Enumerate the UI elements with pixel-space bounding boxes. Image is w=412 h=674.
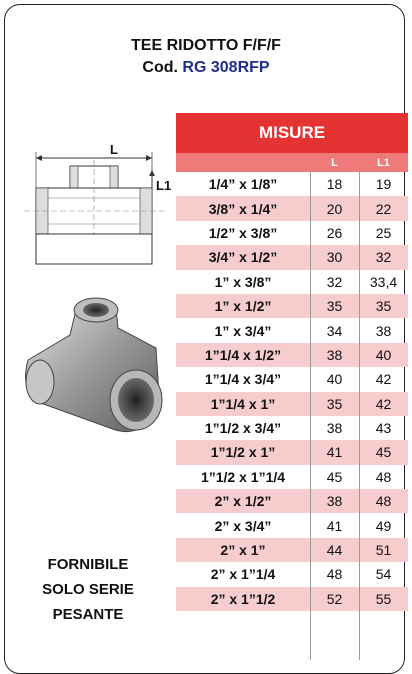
table-row: 1”1/4 x 1” 35 42	[176, 391, 408, 416]
l-cell: 41	[326, 517, 343, 534]
tee-technical-drawing: L L1	[24, 142, 171, 265]
size-cell: 2” x 1”1/4	[210, 566, 276, 583]
l1-cell: 42	[375, 395, 392, 412]
l-cell: 35	[326, 395, 343, 412]
table-row: 2” x 3/4” 41 49	[176, 513, 408, 537]
measurement-table: 1/4” x 1/8” 18 19 3/8” x 1/4” 20 22 1/2” x 3/8…	[176, 172, 408, 612]
product-title: TEE RIDOTTO F/F/F	[131, 37, 281, 54]
l1-cell: 42	[375, 371, 392, 388]
code-label: Cod.	[142, 59, 178, 76]
size-cell: 1”1/2 x 1”	[210, 444, 276, 461]
size-cell: 1”1/2 x 1”1/4	[200, 468, 286, 485]
column-divider	[359, 172, 360, 660]
l1-cell: 33,4	[369, 273, 398, 290]
l1-cell: 49	[375, 517, 392, 534]
l-cell: 38	[326, 346, 343, 363]
l-cell: 20	[326, 200, 343, 217]
table-row: 1/2” x 3/8” 26 25	[176, 221, 408, 245]
table-row: 2” x 1” 44 51	[176, 537, 408, 563]
l-cell: 32	[326, 273, 343, 290]
l-cell: 41	[326, 444, 343, 461]
l-cell: 44	[326, 542, 343, 559]
table-row: 2” x 1”1/4 48 54	[176, 562, 408, 586]
dimension-label-l1: L1	[156, 178, 171, 193]
size-cell: 1”1/4 x 3/4”	[204, 371, 282, 388]
l1-cell: 48	[375, 493, 392, 510]
table-row: 1”1/4 x 3/4” 40 42	[176, 367, 408, 391]
table-row: 1” x 1/2” 35 35	[176, 293, 408, 319]
table-row: 1”1/4 x 1/2” 38 40	[176, 342, 408, 368]
size-cell: 2” x 1/2”	[214, 493, 272, 510]
tee-fitting-photo	[25, 297, 163, 432]
l-cell: 45	[326, 468, 343, 485]
l1-cell: 45	[375, 444, 392, 461]
table-row: 1” x 3/4” 34 38	[176, 318, 408, 342]
product-code: Cod. RG 308RFP	[0, 59, 412, 77]
table-row: 1”1/2 x 1”1/4 45 48	[176, 465, 408, 489]
l-cell: 38	[326, 420, 343, 437]
l1-cell: 25	[375, 224, 392, 241]
l-cell: 38	[326, 493, 343, 510]
table-header-l1: L1	[359, 153, 408, 172]
table-row: 1”1/2 x 1” 41 45	[176, 440, 408, 465]
note-line-1: FORNIBILE	[47, 556, 129, 573]
note-line-3: PESANTE	[52, 606, 124, 623]
l-cell: 18	[326, 176, 343, 193]
l1-cell: 38	[375, 322, 392, 339]
l-cell: 52	[326, 590, 343, 607]
table-row: 1” x 3/8” 32 33,4	[176, 270, 408, 294]
table-header-size	[176, 153, 310, 172]
l1-cell: 54	[375, 566, 392, 583]
l-cell: 40	[326, 371, 343, 388]
l1-cell: 32	[375, 249, 392, 266]
size-cell: 1”1/2 x 3/4”	[204, 420, 282, 437]
l1-cell: 43	[375, 420, 392, 437]
size-cell: 1” x 1/2”	[214, 298, 272, 315]
size-cell: 1/2” x 3/8”	[208, 224, 278, 241]
size-cell: 3/8” x 1/4”	[208, 200, 278, 217]
l1-cell: 55	[375, 590, 392, 607]
table-row: 1/4” x 1/8” 18 19	[176, 172, 408, 196]
size-cell: 2” x 1”	[220, 542, 266, 559]
table-row: 1”1/2 x 3/4” 38 43	[176, 416, 408, 440]
table-row: 3/8” x 1/4” 20 22	[176, 196, 408, 221]
note-line-2: SOLO SERIE	[42, 581, 134, 598]
size-cell: 1”1/4 x 1/2”	[204, 346, 282, 363]
size-cell: 1” x 3/4”	[214, 322, 272, 339]
table-header-l: L	[310, 153, 359, 172]
dimension-label-l: L	[110, 142, 118, 157]
l-cell: 30	[326, 249, 343, 266]
code-value: RG 308RFP	[182, 59, 270, 76]
table-row: 2” x 1/2” 38 48	[176, 489, 408, 514]
l-cell: 35	[326, 298, 343, 315]
l-cell: 48	[326, 566, 343, 583]
column-divider	[310, 172, 311, 660]
size-cell: 2” x 3/4”	[214, 517, 272, 534]
l1-cell: 22	[375, 200, 392, 217]
l1-cell: 35	[375, 298, 392, 315]
size-cell: 2” x 1”1/2	[210, 590, 276, 607]
size-cell: 1/4” x 1/8”	[208, 176, 278, 193]
table-row: 3/4” x 1/2” 30 32	[176, 245, 408, 270]
size-cell: 1” x 3/8”	[214, 273, 272, 290]
l1-cell: 48	[375, 468, 392, 485]
table-header-misure: MISURE	[176, 113, 408, 153]
size-cell: 3/4” x 1/2”	[208, 249, 278, 266]
table-row: 2” x 1”1/2 52 55	[176, 586, 408, 612]
l-cell: 34	[326, 322, 343, 339]
l1-cell: 40	[375, 346, 392, 363]
l-cell: 26	[326, 224, 343, 241]
l1-cell: 51	[375, 542, 392, 559]
l1-cell: 19	[375, 176, 392, 193]
size-cell: 1”1/4 x 1”	[210, 395, 276, 412]
